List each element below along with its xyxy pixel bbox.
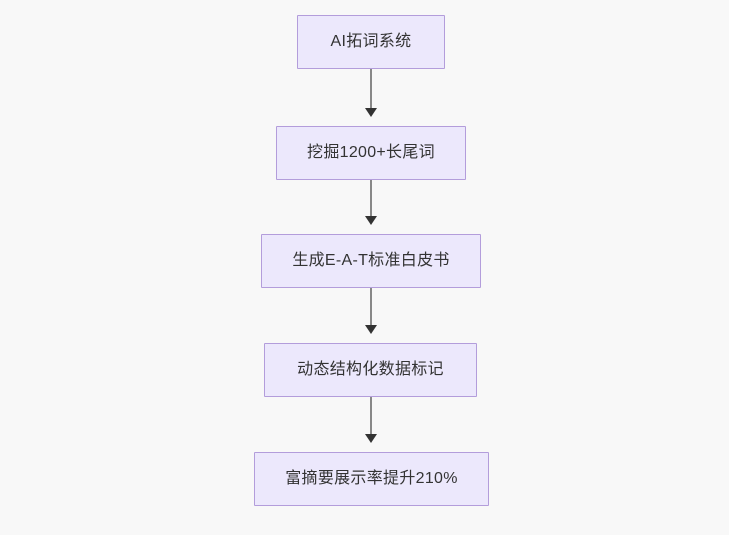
edge-arrowhead-n3-n4 (365, 325, 377, 334)
flow-node-rich-snippet-rate-increase[interactable]: 富摘要展示率提升210% (254, 452, 489, 506)
edge-line-n3-n4 (370, 288, 372, 327)
flow-node-label: 生成E-A-T标准白皮书 (292, 252, 450, 270)
flow-node-generate-eat-whitepaper[interactable]: 生成E-A-T标准白皮书 (261, 234, 481, 288)
flow-node-mine-longtail-keywords[interactable]: 挖掘1200+长尾词 (276, 126, 466, 180)
flow-node-label: 富摘要展示率提升210% (285, 470, 458, 488)
edge-line-n1-n2 (370, 69, 372, 110)
edge-line-n4-n5 (370, 397, 372, 436)
edge-arrowhead-n4-n5 (365, 434, 377, 443)
flow-node-ai-keyword-system[interactable]: AI拓词系统 (297, 15, 445, 69)
edge-line-n2-n3 (370, 180, 372, 218)
edge-arrowhead-n1-n2 (365, 108, 377, 117)
flow-node-label: AI拓词系统 (330, 33, 412, 51)
edge-arrowhead-n2-n3 (365, 216, 377, 225)
flow-node-dynamic-structured-data-markup[interactable]: 动态结构化数据标记 (264, 343, 477, 397)
flow-node-label: 动态结构化数据标记 (297, 361, 444, 379)
flow-node-label: 挖掘1200+长尾词 (307, 144, 435, 162)
